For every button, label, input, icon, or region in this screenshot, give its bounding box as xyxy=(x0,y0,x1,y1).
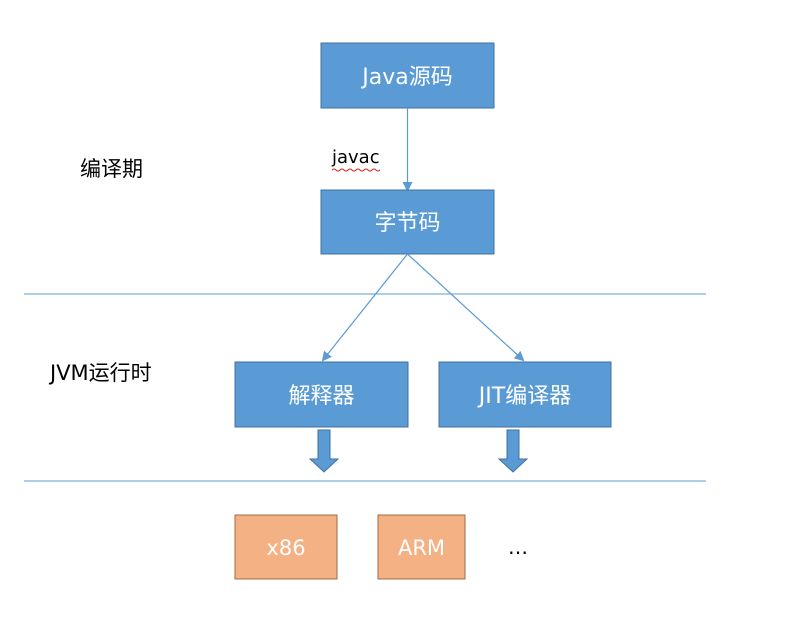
node-arm: ARM xyxy=(377,514,466,580)
node-interpreter-label: 解释器 xyxy=(288,384,354,409)
block-arrow-jit-down xyxy=(497,429,529,473)
node-more-ellipsis: … xyxy=(508,535,528,559)
edge-label-javac: javac xyxy=(331,147,380,168)
phase-label-compile: 编译期 xyxy=(80,157,143,181)
node-jit-compiler-label: JIT编译器 xyxy=(477,384,571,409)
node-bytecode: 字节码 xyxy=(320,189,495,255)
node-bytecode-label: 字节码 xyxy=(374,211,440,236)
node-x86-label: x86 xyxy=(266,536,305,560)
node-arm-label: ARM xyxy=(398,536,445,560)
phase-label-runtime: JVM运行时 xyxy=(48,361,152,385)
node-jit-compiler: JIT编译器 xyxy=(438,361,612,428)
block-arrow-interpreter-down xyxy=(308,429,340,473)
node-x86: x86 xyxy=(234,514,338,580)
edge-bytecode-to-interpreter xyxy=(321,253,408,362)
edge-bytecode-to-jit xyxy=(407,253,525,362)
node-java-source: Java源码 xyxy=(320,42,495,109)
spellcheck-underline xyxy=(331,168,381,172)
node-java-source-label: Java源码 xyxy=(360,65,452,90)
node-interpreter: 解释器 xyxy=(234,361,409,428)
